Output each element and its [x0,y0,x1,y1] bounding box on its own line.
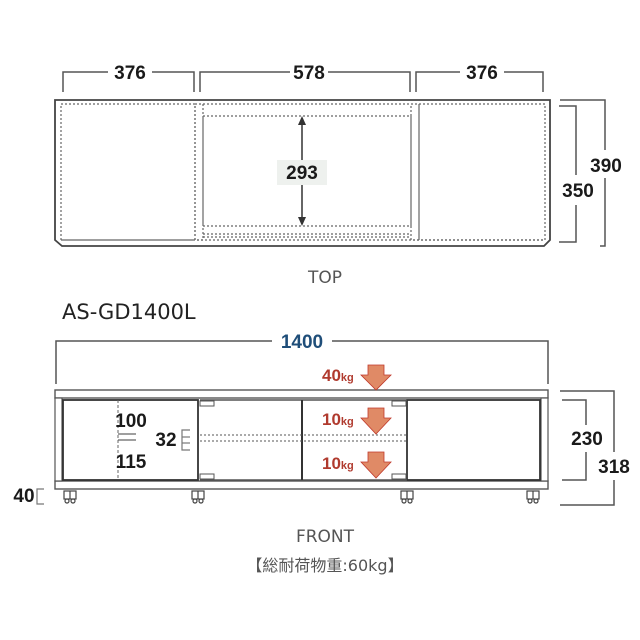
top-width-left: 376 [114,63,146,84]
right-cabinet [406,399,541,481]
caster-icon [526,490,540,504]
top-dotted-compartments [60,103,546,241]
front-view: 1400 100 115 32 [13,332,629,547]
top-width-right: 376 [466,63,498,84]
adjustable-shelf [200,434,407,442]
hinge-icon [199,473,215,480]
total-height: 318 [598,457,630,478]
hinge-icon [391,400,407,407]
top-width-dimensions [62,71,544,92]
front-width-dimension [55,340,549,384]
shelf-pitch-bracket-icon [181,429,190,451]
hinge-icon [391,473,407,480]
caster-height-bracket [36,488,44,505]
svg-text:10kg: 10kg [322,454,354,473]
load-arrow-icon [360,451,392,479]
caster-height-value: 40 [13,486,34,507]
top-view-caption: TOP [307,268,342,288]
inner-depth-label-bg [277,160,327,185]
top-panel [54,389,549,399]
caster-icon [400,490,414,504]
shelf-gap-mark [118,433,136,441]
top-view: 376 578 376 293 [54,63,622,288]
model-name: AS-GD1400L [62,300,196,324]
bottom-panel [54,480,549,490]
top-width-center: 578 [293,63,325,84]
load-arrow-icon [360,407,392,435]
caster-icon [191,490,205,504]
load-top: 40kg [322,364,392,391]
load-arrow-icon [360,364,392,391]
hinge-icon [199,400,215,407]
depth-inner-value: 350 [562,181,594,202]
svg-text:10kg: 10kg [322,410,354,429]
load-shelf-lower: 10kg [322,451,392,479]
shelf-pitch-value: 32 [155,430,176,451]
inner-depth-value: 293 [286,163,318,184]
cabinet-inner-height: 230 [571,429,603,450]
total-load-note: 【総耐荷物重:60kg】 [246,556,403,575]
top-depth-dimensions [559,99,606,247]
shelf-upper-height: 100 [115,411,147,432]
front-total-width: 1400 [281,332,323,353]
casters [63,490,540,504]
load-shelf-upper: 10kg [322,407,392,435]
svg-text:40kg: 40kg [322,366,354,385]
left-post [54,397,63,482]
depth-outer-value: 390 [590,156,622,177]
front-view-caption: FRONT [296,527,355,547]
inner-depth-arrow [277,116,327,226]
shelf-lower-height: 115 [116,452,147,473]
front-height-dimensions [560,390,615,506]
caster-icon [63,490,77,504]
right-post [540,397,549,482]
